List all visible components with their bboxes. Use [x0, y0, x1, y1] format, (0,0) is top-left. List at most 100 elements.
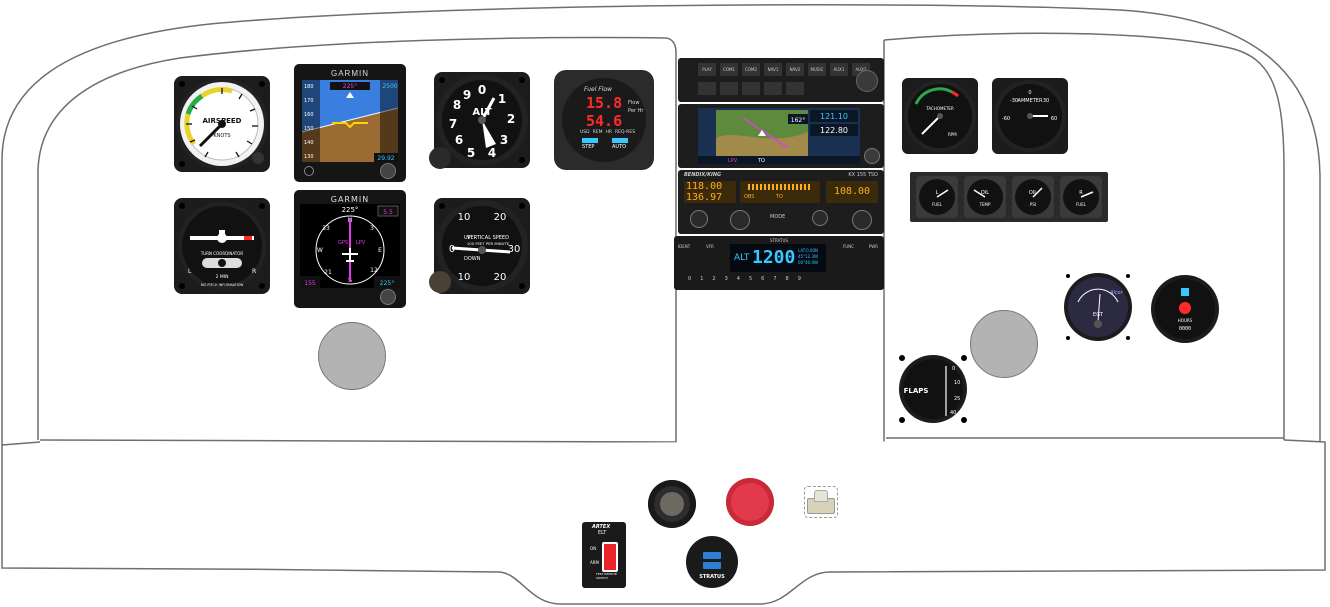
audio-button-com1[interactable]: COM1: [720, 63, 738, 76]
red-warning-button[interactable]: [726, 478, 774, 526]
vsi-adjust-knob[interactable]: [429, 271, 451, 293]
svg-text:2: 2: [507, 112, 515, 126]
turn-coordinator: TURN COORDINATOR L R 2 MIN NO PITCH INFO…: [174, 198, 270, 294]
master-switch-button[interactable]: [648, 480, 696, 528]
audio-button-music[interactable]: MUSIC: [808, 63, 826, 76]
svg-text:0: 0: [952, 366, 955, 372]
svg-text:3: 3: [500, 133, 508, 147]
kx155-nav-knob[interactable]: [812, 210, 828, 226]
kx155-brand: BENDIX/KING: [684, 172, 722, 178]
svg-text:225°: 225°: [343, 83, 357, 90]
audio-button-nav1[interactable]: NAV1: [764, 63, 782, 76]
fuel-flow-auto-button[interactable]: [612, 138, 628, 143]
svg-text:TO: TO: [757, 158, 765, 164]
engine-gauge-cluster: L FUEL OIL TEMP OIL PSI R FUEL: [910, 172, 1108, 222]
svg-text:FLAPS: FLAPS: [904, 387, 929, 395]
usb-port-1[interactable]: [703, 552, 721, 559]
transponder: STRATUS IDENT VFR FUNC PWR ALT 1200 LAT:…: [674, 236, 884, 290]
svg-text:LPV: LPV: [356, 240, 366, 246]
kx155-comm-freq-knob[interactable]: [730, 210, 750, 230]
svg-text:TACHOMETER: TACHOMETER: [925, 106, 954, 111]
efis-power-button[interactable]: [304, 166, 314, 176]
svg-text:HOURS: HOURS: [1178, 318, 1193, 323]
transponder-ident-button[interactable]: IDENT: [678, 244, 691, 249]
svg-text:TEMP: TEMP: [979, 202, 991, 207]
hsi-knob[interactable]: [380, 289, 396, 305]
efis-knob[interactable]: [380, 163, 396, 179]
svg-text:130: 130: [304, 154, 314, 160]
audio-button-b5[interactable]: [786, 82, 804, 95]
transponder-vfr-button[interactable]: VFR: [706, 244, 714, 249]
elt-brand: ARTEX: [592, 524, 611, 530]
usb-port-2[interactable]: [703, 562, 721, 569]
transponder-key-2[interactable]: 2: [712, 276, 716, 282]
audio-button-nav2[interactable]: NAV2: [786, 63, 804, 76]
svg-text:OIL: OIL: [981, 190, 989, 196]
audio-button-com2[interactable]: COM2: [742, 63, 760, 76]
transponder-key-6[interactable]: 6: [761, 276, 765, 282]
fuel-flow-side-bottom: Per Hr: [628, 108, 644, 114]
kx155-model: KX 155 TSO: [848, 172, 878, 178]
svg-text:-60: -60: [1002, 116, 1010, 122]
fuel-flow-line2: 54.6: [586, 112, 623, 130]
audio-button-b1[interactable]: [698, 82, 716, 95]
fuel-flow-side-top: Flow: [628, 100, 640, 106]
kx155-nav-active: 108.00: [826, 181, 878, 203]
svg-text:E: E: [378, 247, 382, 254]
audio-button-b2[interactable]: [720, 82, 738, 95]
transponder-key-8[interactable]: 8: [785, 276, 789, 282]
transponder-func-button[interactable]: FUNC: [842, 244, 854, 249]
kx155-nav-freq-knob[interactable]: [852, 210, 872, 230]
svg-text:140: 140: [304, 140, 314, 146]
svg-text:30: 30: [1043, 98, 1049, 104]
elt-remote-switch: ARTEX ELT ON ARM TEST REMOTE SWITCH EMER…: [575, 522, 626, 588]
transponder-key-7[interactable]: 7: [773, 276, 777, 282]
gtn-com-standby: 122.80: [820, 126, 848, 135]
svg-text:LPV: LPV: [728, 158, 738, 164]
transponder-key-5[interactable]: 5: [748, 276, 753, 282]
audio-button-play[interactable]: PLAY: [698, 63, 716, 76]
audio-volume-knob[interactable]: [856, 70, 878, 92]
svg-text:5: 5: [467, 146, 475, 160]
altimeter-knob[interactable]: [429, 147, 451, 169]
elt-toggle[interactable]: [602, 542, 618, 572]
svg-text:25: 25: [954, 396, 960, 402]
svg-text:R: R: [252, 268, 256, 275]
transponder-key-1[interactable]: 1: [700, 276, 704, 282]
kx155-comm-active: 118.00: [686, 181, 723, 192]
audio-button-b4[interactable]: [764, 82, 782, 95]
svg-text:2 MIN: 2 MIN: [216, 274, 229, 280]
flaps-indicator: FLAPS 0 10 25 40: [896, 352, 970, 426]
svg-text:0: 0: [1028, 90, 1031, 96]
svg-text:PSI: PSI: [1030, 202, 1036, 207]
transponder-mode: ALT: [734, 253, 750, 263]
fuel-right-gauge: R FUEL: [1060, 176, 1102, 218]
fuel-flow-step-button[interactable]: [582, 138, 598, 143]
audio-button-b3[interactable]: [742, 82, 760, 95]
svg-text:0000: 0000: [1179, 326, 1191, 332]
dome-light-switch[interactable]: [804, 486, 838, 518]
svg-text:170: 170: [304, 98, 314, 104]
efis-alt-readout: 2500: [382, 83, 397, 90]
svg-text:GPS: GPS: [338, 240, 348, 246]
egt-knob[interactable]: [1094, 320, 1102, 328]
kx155-mode-button[interactable]: MODE: [770, 214, 786, 220]
svg-text:4: 4: [488, 146, 496, 160]
transponder-key-3[interactable]: 3: [724, 276, 728, 282]
svg-text:L: L: [188, 268, 192, 275]
fuel-flow-line1: 15.8: [586, 94, 623, 112]
transponder-key-9[interactable]: 9: [797, 276, 801, 282]
transponder-key-4[interactable]: 4: [736, 276, 740, 282]
transponder-pwr-button[interactable]: PWR: [868, 244, 878, 249]
kx155-comm-knob[interactable]: [690, 210, 708, 228]
tachometer: TACHOMETER RPM: [902, 78, 978, 154]
altimeter-label: ALT: [472, 107, 491, 118]
gtn-knob[interactable]: [864, 148, 880, 164]
svg-text:150: 150: [304, 126, 314, 132]
kx155-nav-com: BENDIX/KING KX 155 TSO 118.00 136.97 OBS…: [678, 170, 884, 234]
audio-button-aux1[interactable]: AUX1: [830, 63, 848, 76]
usb-charger: STRATUS: [686, 536, 738, 588]
transponder-key-0[interactable]: 0: [688, 276, 692, 282]
